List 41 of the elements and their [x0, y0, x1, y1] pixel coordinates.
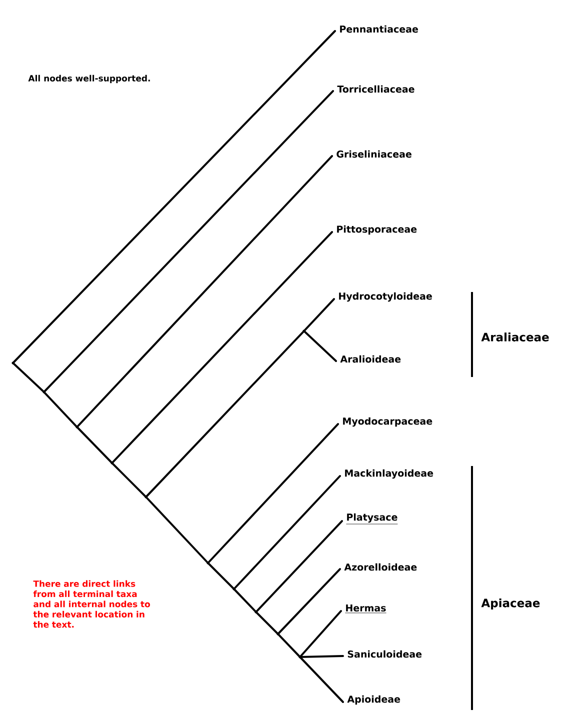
- branch-line: [76, 155, 333, 428]
- taxon-label: Hydrocotyloideae: [339, 292, 432, 302]
- taxon-label: Pittosporaceae: [337, 225, 417, 235]
- taxon-label: Pennantiaceae: [340, 25, 418, 33]
- note: All nodes well-supported.: [28, 74, 150, 84]
- taxon-label: Griseliniaceae: [336, 150, 412, 158]
- clade-label: Apiaceae: [481, 598, 540, 610]
- taxon-label: Saniculoideae: [348, 650, 422, 658]
- branch-line: [12, 362, 45, 393]
- branch-line: [299, 656, 344, 703]
- branch-line: [111, 462, 147, 498]
- taxon-label: Aralioideae: [340, 355, 401, 363]
- branch-line: [43, 391, 78, 428]
- taxon-label: Myodocarpaceae: [343, 417, 432, 427]
- branch-line: [277, 633, 301, 658]
- branch-line: [299, 655, 344, 658]
- taxon-label: Azorelloideae: [344, 563, 417, 571]
- branch-line: [233, 588, 257, 613]
- branch-line: [43, 90, 334, 393]
- note: There are direct links from all terminal taxa and all internal nodes to the relevant location in the text.: [33, 580, 150, 628]
- branch-line: [255, 611, 279, 635]
- branch-line: [207, 423, 339, 564]
- branch-line: [145, 496, 209, 564]
- branch-line: [233, 475, 341, 590]
- branch-line: [277, 568, 341, 635]
- branch-line: [299, 610, 342, 658]
- branch-line: [255, 520, 343, 613]
- branch-point: [12, 362, 14, 364]
- taxon-label: Mackinlayoideae: [345, 469, 434, 479]
- taxon-label: Hermas: [345, 604, 386, 614]
- branch-line: [303, 298, 335, 332]
- branch-line: [303, 330, 337, 362]
- clade-label: Araliaceae: [481, 332, 549, 342]
- branch-line: [145, 330, 305, 498]
- branch-line: [111, 231, 333, 464]
- branch-line: [207, 562, 235, 590]
- taxon-label: Platysace: [346, 513, 398, 524]
- taxon-label: Apioideae: [347, 695, 400, 705]
- taxon-label: Torricelliaceae: [337, 85, 414, 93]
- branch-line: [12, 30, 336, 364]
- branch-line: [76, 426, 113, 464]
